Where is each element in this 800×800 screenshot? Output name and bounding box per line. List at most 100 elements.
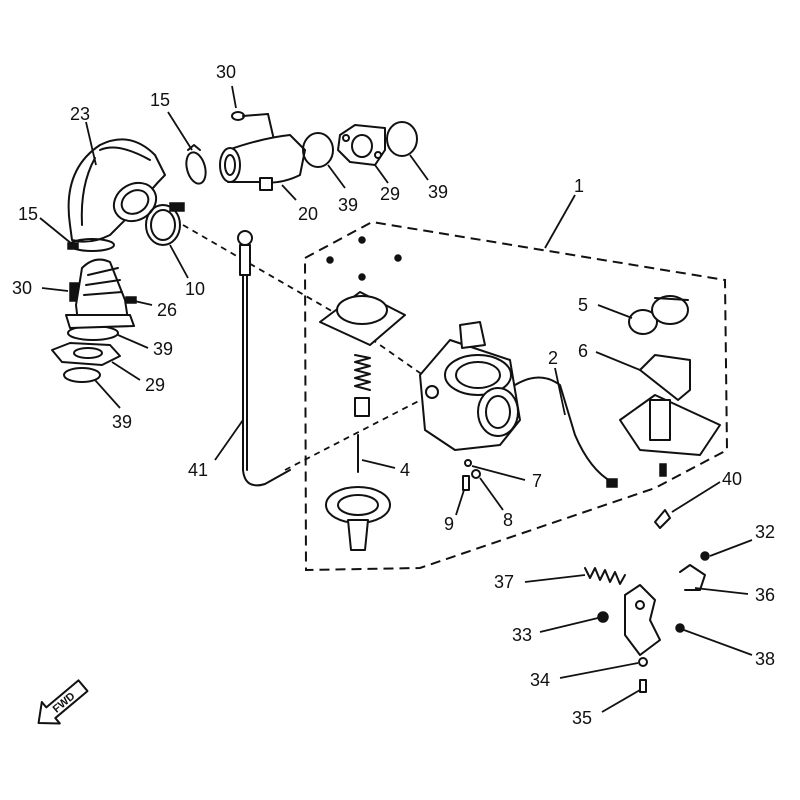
callout-30a: 30 [216,62,236,82]
callout-35: 35 [572,708,592,728]
leader-8 [479,477,504,511]
screw-35-part [639,679,647,693]
return-spring-part [679,564,706,591]
callout-6: 6 [578,341,588,361]
callout-40: 40 [722,469,742,489]
leader-1 [544,194,576,249]
o-ring-upper-2-part [386,121,418,157]
callout-15a: 15 [150,90,170,110]
callout-29a: 29 [380,184,400,204]
callout-2: 2 [548,348,558,368]
callout-23: 23 [70,104,90,124]
leader-37 [524,574,586,583]
leader-30a [231,85,237,109]
callout-4: 4 [400,460,410,480]
float-chamber-part [619,354,721,477]
leader-39c [117,334,149,349]
elbow-duct-part [67,138,166,243]
leader-38 [683,629,753,656]
carburetor-joint-part [65,258,137,329]
fuel-pipe-part [514,376,613,483]
leader-39d [94,379,121,409]
clip-part [654,509,671,529]
leader-41 [214,419,244,461]
fwd-arrow-icon: FWD [37,679,89,725]
nut-8-part [471,469,481,479]
gasket-upper-part [337,124,386,166]
bushing-38-part [675,623,685,633]
callout-33: 33 [512,625,532,645]
fuel-pipe-end [606,478,618,488]
hose-clamp-upper-part [185,144,207,185]
diaphragm-part [325,486,391,551]
o-ring-upper-1-part [302,132,334,168]
leader-26 [129,299,153,306]
nut-32-part [700,551,710,561]
callout-30b: 30 [12,278,32,298]
callout-36: 36 [755,585,775,605]
leader-30b [41,287,69,292]
callout-5: 5 [578,295,588,315]
intake-joint-part [219,134,306,191]
leader-34 [559,662,639,679]
callout-32: 32 [755,522,775,542]
leader-5 [597,304,633,319]
leader-23 [85,121,97,166]
leader-15a [167,111,193,151]
leader-2 [554,367,566,416]
carburetor-assembly-boundary [303,220,729,572]
leader-33 [539,617,599,633]
leader-35 [601,689,641,713]
callout-26: 26 [157,300,177,320]
callout-20: 20 [298,204,318,224]
washer-34-part [638,657,648,667]
lever-bracket-part [624,584,661,656]
leader-20 [281,184,297,201]
o-ring-left-2-part [63,367,101,383]
leader-39b [409,154,429,181]
callout-1: 1 [574,176,584,196]
callout-38: 38 [755,649,775,669]
carburetor-body-part [419,321,521,451]
nut-33-part [597,611,609,623]
coil-spring-37-part [584,567,626,585]
callout-39b: 39 [428,182,448,202]
callout-37: 37 [494,572,514,592]
leader-4 [361,459,396,469]
leader-36 [694,587,749,595]
spring-part [354,354,371,417]
throttle-cable-part [237,230,291,487]
cap-part [628,295,689,335]
leader-40 [671,481,721,513]
top-cover-part [319,236,406,346]
clamp-band-part [145,202,185,246]
callout-15b: 15 [18,204,38,224]
gasket-left-part [51,342,121,366]
leader-9 [455,489,465,516]
routing-line-upper [182,224,431,381]
callout-41: 41 [188,460,208,480]
routing-line-lower [284,389,441,471]
leader-29b [111,361,141,381]
callout-39c: 39 [153,339,173,359]
callout-39d: 39 [112,412,132,432]
screw-9-part [462,475,470,491]
callout-8: 8 [503,510,513,530]
callout-10: 10 [185,279,205,299]
leader-32 [709,539,753,557]
hose-clamp-lower-part [67,238,115,252]
bolt-upper-part [231,111,275,141]
callout-29b: 29 [145,375,165,395]
leader-29a [374,164,389,184]
leader-10 [169,244,189,279]
callout-7: 7 [532,471,542,491]
callout-9: 9 [444,514,454,534]
washer-7-part [464,459,472,467]
leader-39a [327,164,346,189]
leader-6 [595,351,641,371]
callout-34: 34 [530,670,550,690]
callout-39a: 39 [338,195,358,215]
leader-15b [39,217,73,245]
